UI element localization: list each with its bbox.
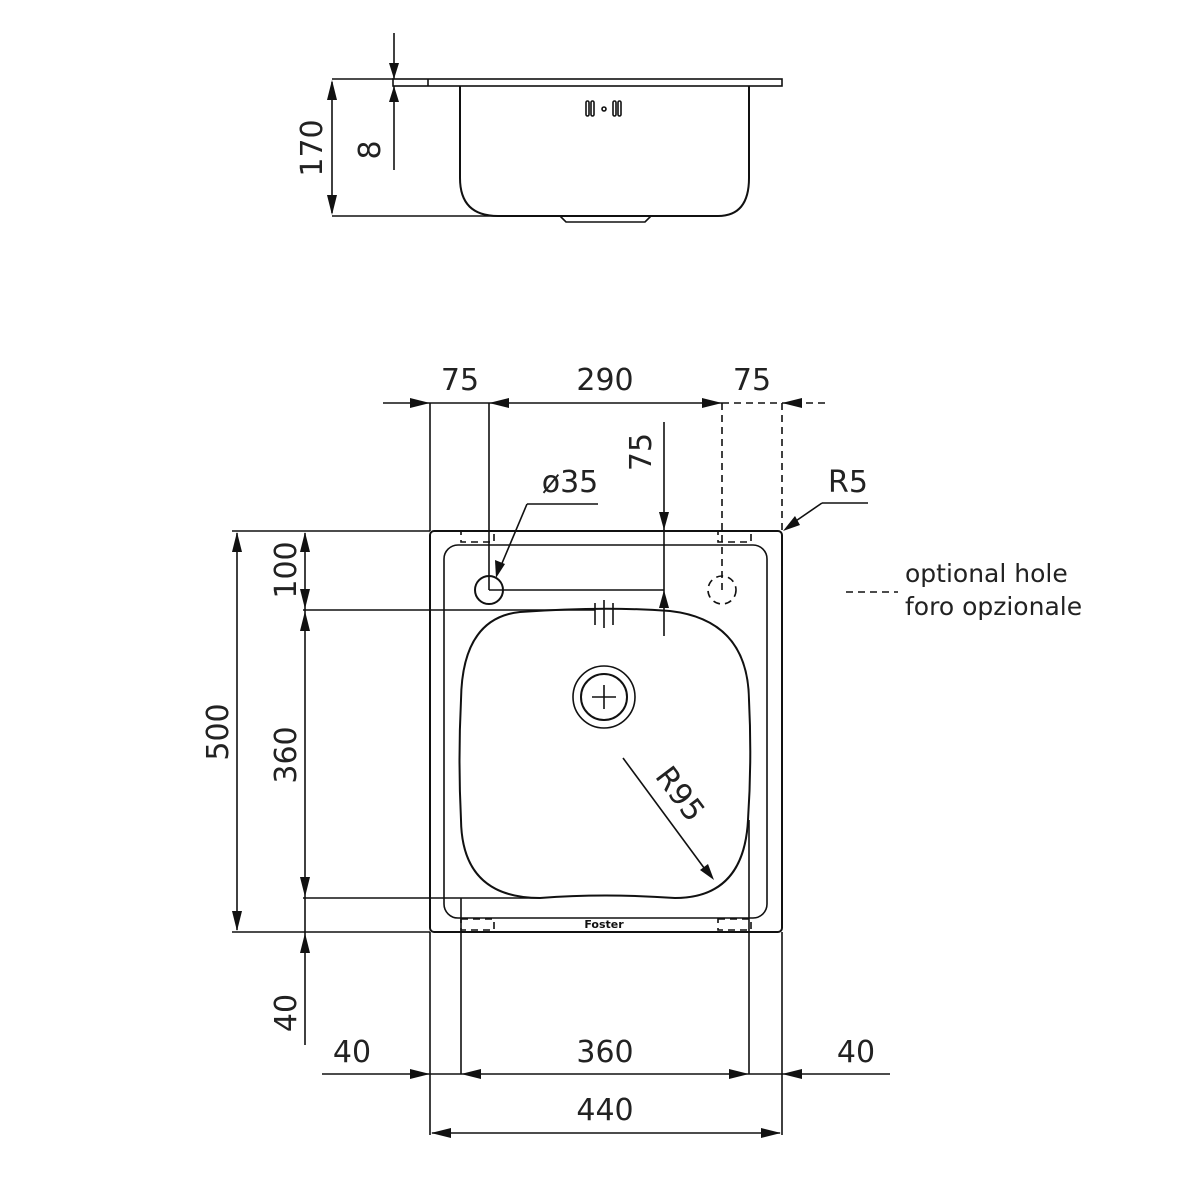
dim-bottom-bowl: 360 bbox=[576, 1035, 633, 1070]
bowl-radius-label: R95 bbox=[648, 760, 711, 828]
clip-top-right bbox=[717, 530, 752, 543]
overflow-slots-icon bbox=[585, 100, 622, 117]
hole-diameter-label: ø35 bbox=[542, 465, 599, 500]
dim-rim: 8 bbox=[353, 140, 388, 159]
dim-bottom-margin: 40 bbox=[269, 994, 304, 1032]
drain-icon bbox=[572, 665, 636, 729]
dim-top-right: 75 bbox=[733, 363, 771, 398]
legend-line-1: optional hole bbox=[905, 559, 1068, 588]
dim-bowl-depth: 360 bbox=[269, 726, 304, 783]
side-rim bbox=[392, 78, 783, 87]
sink-inner-edge bbox=[443, 544, 768, 919]
top-view: Foster 75 290 75 75 ø35 R5 bbox=[201, 363, 890, 1138]
legend: optional hole foro opzionale bbox=[846, 559, 1082, 621]
side-bowl bbox=[459, 86, 750, 217]
clip-bottom-left bbox=[460, 918, 495, 931]
corner-radius-label: R5 bbox=[828, 465, 868, 500]
dim-height: 170 bbox=[295, 119, 330, 176]
side-drain bbox=[559, 215, 652, 223]
dim-bottom-right: 40 bbox=[837, 1035, 875, 1070]
dim-top-margin: 100 bbox=[269, 541, 304, 598]
sink-bowl bbox=[458, 607, 752, 900]
dim-top-center: 290 bbox=[576, 363, 633, 398]
dim-top-left: 75 bbox=[441, 363, 479, 398]
clip-top-left bbox=[460, 530, 495, 543]
brand-logo: Foster bbox=[584, 918, 624, 931]
sink-outer-rim bbox=[429, 530, 783, 933]
dim-total-depth: 500 bbox=[201, 703, 236, 760]
dim-total-width: 440 bbox=[576, 1093, 633, 1128]
legend-line-2: foro opzionale bbox=[905, 592, 1082, 621]
side-view: 170 8 bbox=[295, 33, 783, 223]
dim-hole-offset: 75 bbox=[624, 433, 659, 471]
clip-bottom-right bbox=[717, 918, 752, 931]
dim-bottom-left: 40 bbox=[333, 1035, 371, 1070]
